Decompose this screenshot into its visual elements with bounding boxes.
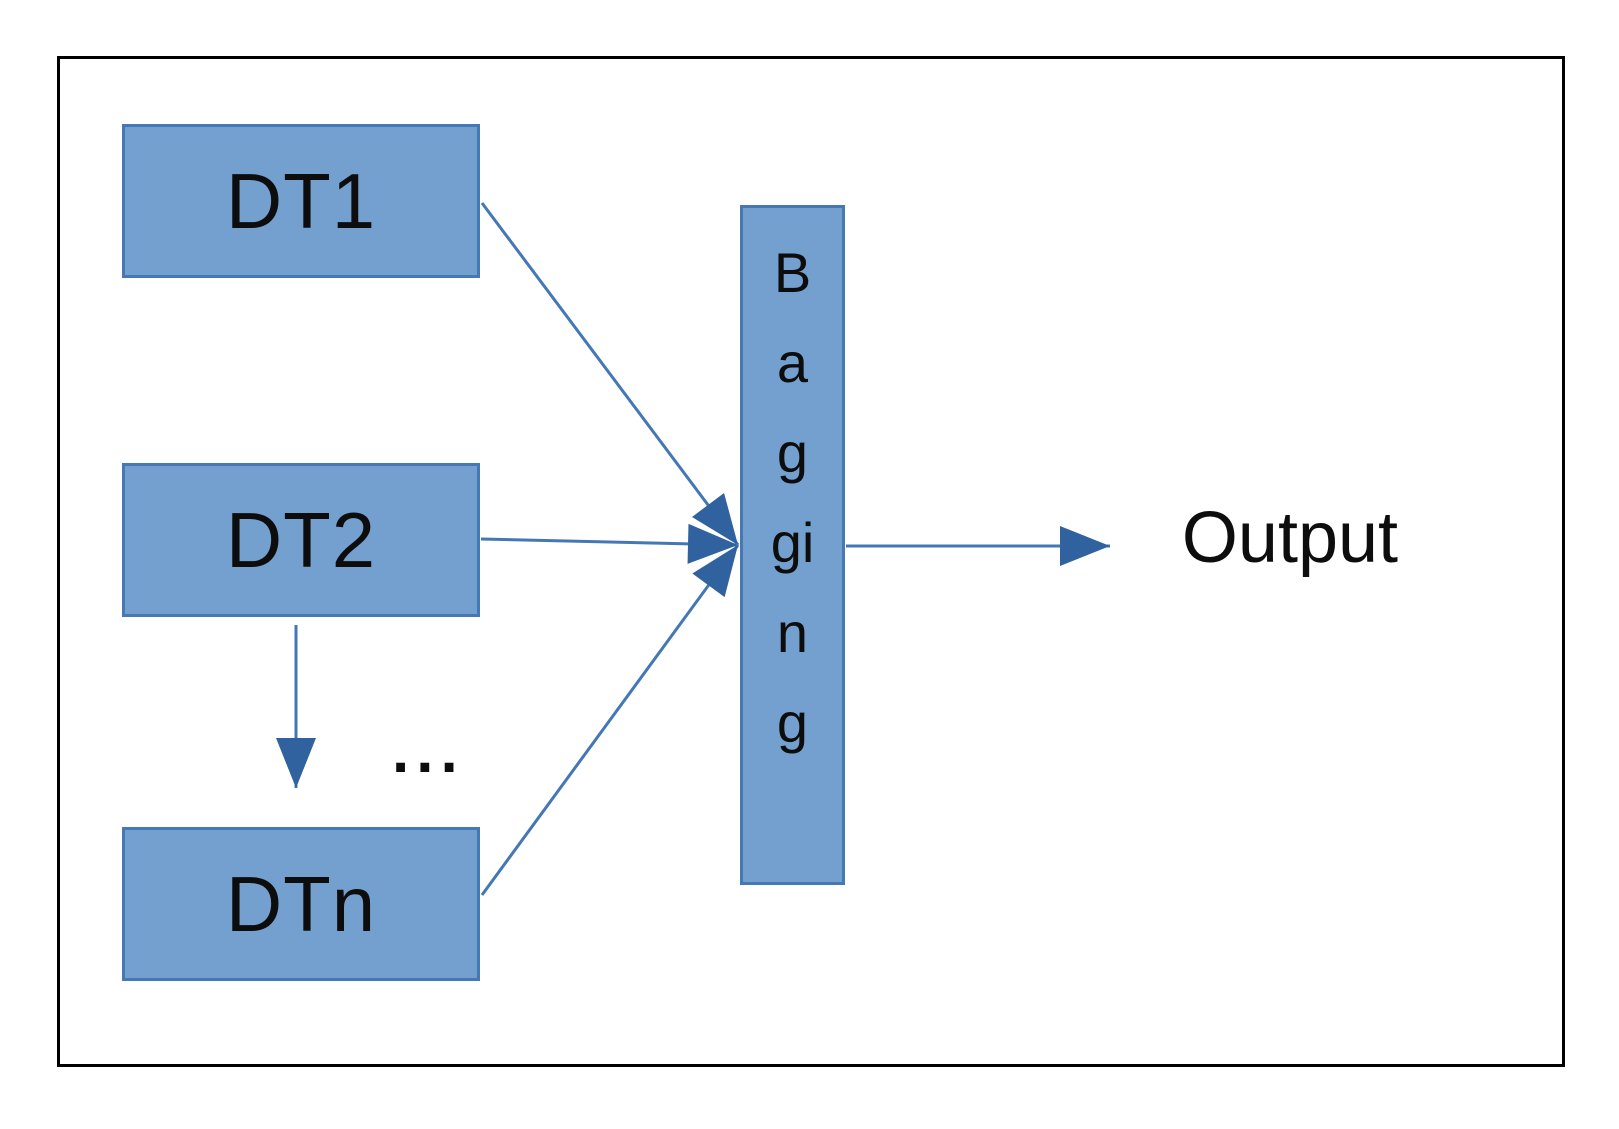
node-dt1-label: DT1 <box>225 156 377 245</box>
node-dtn: DTn <box>122 827 480 981</box>
node-bagging: Bagging <box>740 205 845 885</box>
node-dt2-label: DT2 <box>225 495 377 584</box>
node-dt1: DT1 <box>122 124 480 278</box>
node-dt2: DT2 <box>122 463 480 617</box>
node-bagging-label: Bagging <box>770 241 815 754</box>
node-dtn-label: DTn <box>225 859 377 948</box>
output-label: Output <box>1181 498 1399 578</box>
ellipsis-dots: ... <box>392 717 465 786</box>
